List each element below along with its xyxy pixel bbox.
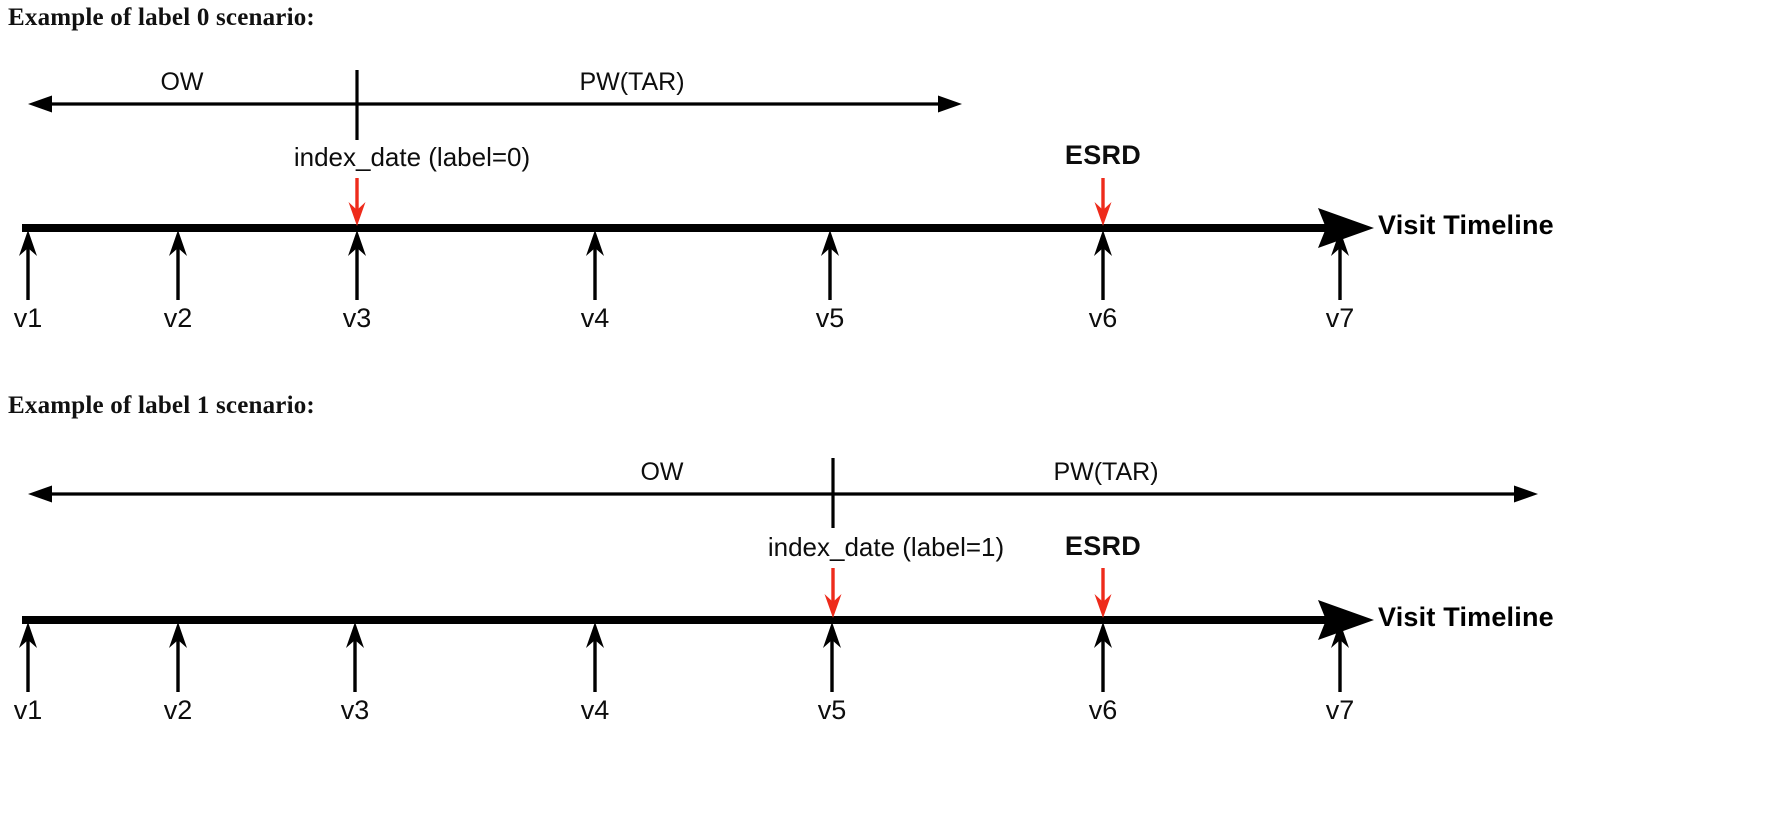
event-label-esrd-label-0: ESRD [1064, 140, 1142, 170]
visit-arrow-head-v1 [19, 230, 37, 256]
visit-arrow-head-v2 [169, 622, 187, 648]
visit-label-v2-label-0: v2 [163, 303, 193, 333]
axis-label-visit-timeline-label-1: Visit Timeline [1378, 602, 1554, 632]
span-arrow-head-right [938, 95, 962, 113]
visit-arrow-head-v4 [586, 230, 604, 256]
visit-label-v7-label-0: v7 [1325, 303, 1355, 333]
visit-label-v3-label-1: v3 [340, 695, 370, 725]
visit-label-v1-label-0: v1 [13, 303, 43, 333]
visit-label-v4-label-1: v4 [580, 695, 610, 725]
visit-arrow-head-v4 [586, 622, 604, 648]
visit-label-v7-label-1: v7 [1325, 695, 1355, 725]
timeline-arrow-head [1318, 208, 1374, 248]
span-arrow-head-left [28, 485, 52, 503]
axis-label-visit-timeline-label-0: Visit Timeline [1378, 210, 1554, 240]
visit-arrow-head-v5 [823, 622, 841, 648]
visit-arrow-head-v6 [1094, 622, 1112, 648]
window-label-ow-label-0: OW [160, 68, 204, 96]
visit-arrow-head-v5 [821, 230, 839, 256]
scenario-title-label-0: Example of label 0 scenario: [8, 4, 315, 31]
event-label-index-date-label-1: index_date (label=1) [767, 532, 1005, 562]
visit-arrow-head-v7 [1331, 230, 1349, 256]
visit-label-v5-label-0: v5 [815, 303, 845, 333]
window-label-ow-label-1: OW [640, 458, 684, 486]
visit-arrow-head-v2 [169, 230, 187, 256]
window-label-pwtar-label-0: PW(TAR) [579, 68, 685, 96]
visit-arrow-head-v6 [1094, 230, 1112, 256]
event-arrow-head-index-date [348, 202, 366, 226]
visit-label-v3-label-0: v3 [342, 303, 372, 333]
timeline-arrow-head [1318, 600, 1374, 640]
event-arrow-head-index-date [824, 594, 842, 618]
event-label-index-date-label-0: index_date (label=0) [293, 142, 531, 172]
visit-label-v2-label-1: v2 [163, 695, 193, 725]
span-arrow-head-left [28, 95, 52, 113]
span-arrow-head-right [1514, 485, 1538, 503]
visit-label-v6-label-1: v6 [1088, 695, 1118, 725]
visit-label-v6-label-0: v6 [1088, 303, 1118, 333]
scenario-title-label-1: Example of label 1 scenario: [8, 392, 315, 419]
window-label-pwtar-label-1: PW(TAR) [1053, 458, 1159, 486]
event-arrow-head-esrd [1094, 202, 1112, 226]
visit-label-v5-label-1: v5 [817, 695, 847, 725]
event-arrow-head-esrd [1094, 594, 1112, 618]
visit-label-v1-label-1: v1 [13, 695, 43, 725]
visit-label-v4-label-0: v4 [580, 303, 610, 333]
visit-arrow-head-v7 [1331, 622, 1349, 648]
scenario-label-1-vectors [19, 458, 1538, 692]
visit-arrow-head-v1 [19, 622, 37, 648]
visit-arrow-head-v3 [348, 230, 366, 256]
visit-arrow-head-v3 [346, 622, 364, 648]
scenario-label-0-vectors [19, 70, 1374, 300]
event-label-esrd-label-1: ESRD [1064, 531, 1142, 561]
